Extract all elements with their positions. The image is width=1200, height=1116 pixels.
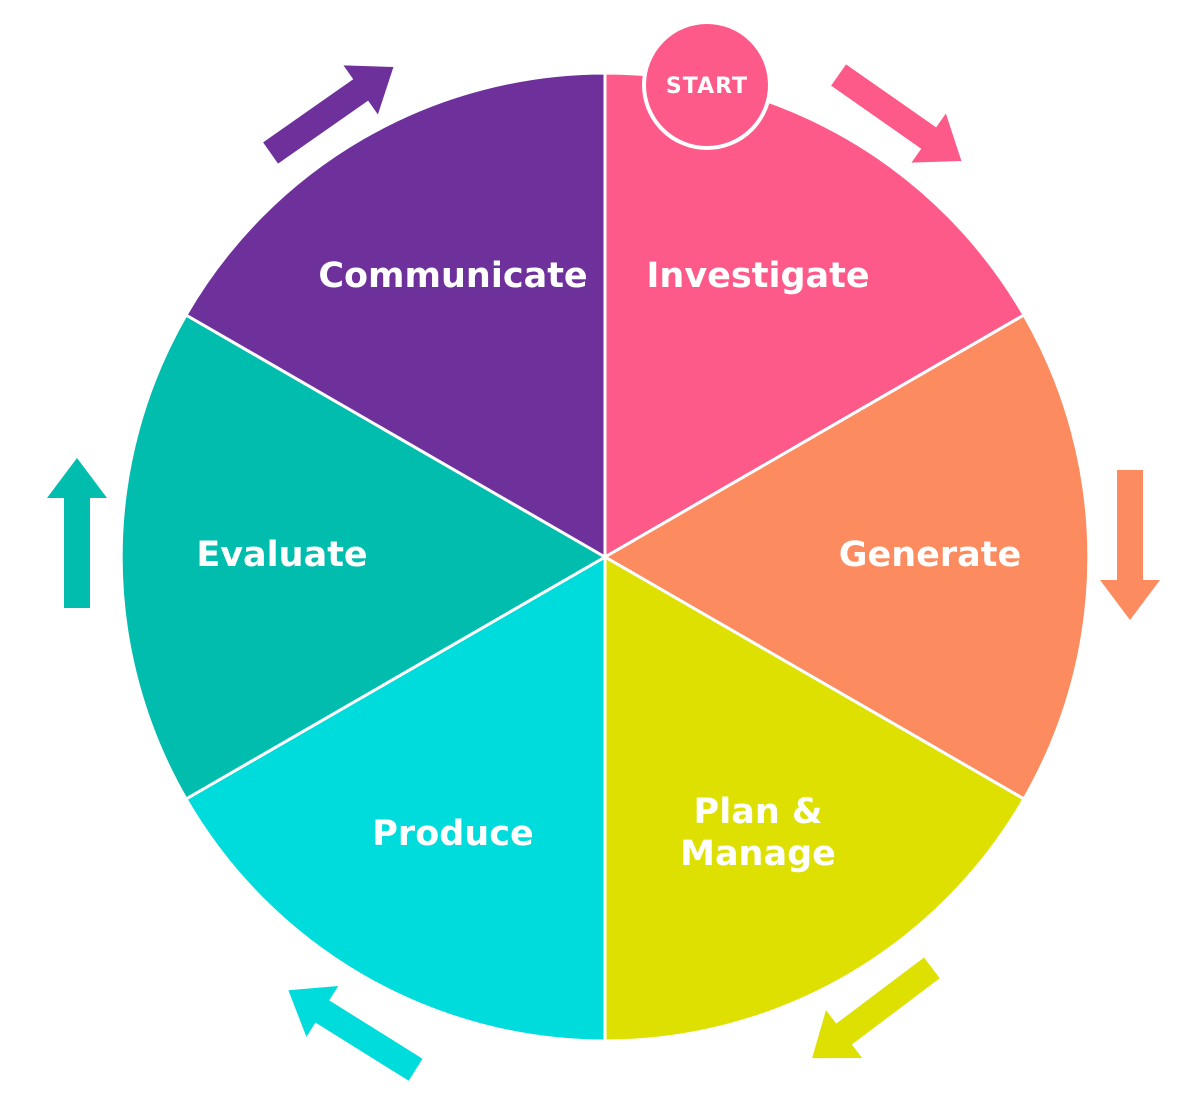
start-badge: START	[642, 20, 772, 150]
arrow-icon	[263, 65, 394, 164]
segment-label-produce: Produce	[372, 814, 533, 854]
cycle-wheel: Investigate Generate Plan & Manage Produ…	[119, 71, 1091, 1043]
segment-communicate	[184, 71, 607, 559]
start-badge-circle	[642, 20, 772, 150]
arrow-icon	[1100, 470, 1160, 620]
segment-label-evaluate: Evaluate	[196, 535, 367, 575]
segment-plan-manage	[603, 555, 1026, 1043]
arrow-icon	[288, 986, 423, 1081]
segment-generate	[603, 313, 1091, 801]
segment-evaluate	[119, 313, 607, 801]
segment-label-communicate: Communicate	[318, 256, 587, 296]
start-badge-label: START	[666, 74, 748, 99]
arrow-icon	[47, 458, 107, 608]
segment-label-plan-manage-line1: Plan &	[694, 792, 823, 832]
arrow-icon	[831, 64, 962, 163]
arrow-icon	[812, 957, 940, 1059]
segment-label-investigate: Investigate	[646, 256, 869, 296]
segment-label-generate: Generate	[839, 535, 1021, 575]
segment-label-plan-manage-line2: Manage	[680, 834, 836, 874]
flow-arrows	[47, 64, 1160, 1081]
segment-produce	[184, 555, 607, 1043]
